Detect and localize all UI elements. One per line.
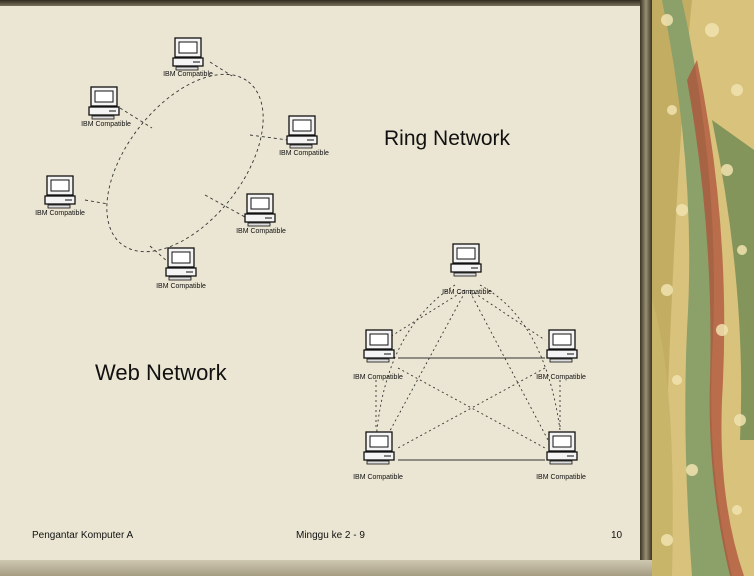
ring-link <box>84 199 109 205</box>
node-label: IBM Compatible <box>35 210 85 217</box>
computer-icon <box>286 115 318 149</box>
web-link <box>479 284 561 431</box>
node-label: IBM Compatible <box>353 374 403 381</box>
computer-icon <box>244 193 276 227</box>
computer-icon <box>450 243 482 277</box>
ring-link <box>249 134 289 141</box>
web-link <box>384 291 466 441</box>
ring-node: IBM Compatible <box>35 175 85 217</box>
computer-icon <box>44 175 76 209</box>
ring-node: IBM Compatible <box>163 37 213 78</box>
slide-frame-right <box>640 0 652 576</box>
computer-icon <box>363 329 395 363</box>
web-link <box>384 289 466 341</box>
ring-network-title: Ring Network <box>384 127 511 150</box>
web-node: IBM Compatible <box>353 329 403 381</box>
web-node: IBM Compatible <box>442 243 492 296</box>
footer-course: Pengantar Komputer A <box>32 530 134 541</box>
ring-link <box>119 107 153 129</box>
node-label: IBM Compatible <box>156 283 206 290</box>
ring-node: IBM Compatible <box>279 115 329 157</box>
web-link <box>375 284 456 441</box>
ring-link <box>149 245 169 263</box>
web-node: IBM Compatible <box>353 431 403 481</box>
node-label: IBM Compatible <box>279 150 329 157</box>
ring-node: IBM Compatible <box>81 86 131 128</box>
web-link <box>469 289 546 341</box>
ring-node: IBM Compatible <box>156 247 206 290</box>
ring-link <box>204 194 246 218</box>
node-label: IBM Compatible <box>353 474 403 481</box>
floral-decoration-panel <box>652 0 754 576</box>
slide-frame-bottom <box>0 560 652 576</box>
network-diagrams: IBM Compatible IBM Compatible IBM Compat… <box>35 37 586 481</box>
node-label: IBM Compatible <box>442 289 492 296</box>
web-links <box>375 284 561 461</box>
floral-pattern-icon <box>652 0 754 576</box>
ring-node: IBM Compatible <box>236 193 286 235</box>
node-label: IBM Compatible <box>236 228 286 235</box>
node-label: IBM Compatible <box>81 121 131 128</box>
web-link <box>469 291 549 441</box>
web-node: IBM Compatible <box>536 329 586 381</box>
ring-link <box>209 61 233 77</box>
footer-week: Minggu ke 2 - 9 <box>296 530 365 541</box>
ring-links <box>84 61 289 263</box>
node-label: IBM Compatible <box>536 474 586 481</box>
computer-icon <box>363 431 395 465</box>
computer-icon <box>165 247 197 281</box>
slide-frame-top <box>0 0 648 6</box>
web-network-title: Web Network <box>95 360 227 385</box>
web-node: IBM Compatible <box>536 431 586 481</box>
slide-number: 10 <box>611 530 623 541</box>
slide-canvas: IBM Compatible IBM Compatible IBM Compat… <box>32 37 623 541</box>
computer-icon <box>546 329 578 363</box>
node-label: IBM Compatible <box>163 71 213 78</box>
computer-icon <box>172 37 204 71</box>
computer-icon <box>546 431 578 465</box>
ring-ellipse <box>106 73 264 253</box>
node-label: IBM Compatible <box>536 374 586 381</box>
computer-icon <box>88 86 120 120</box>
